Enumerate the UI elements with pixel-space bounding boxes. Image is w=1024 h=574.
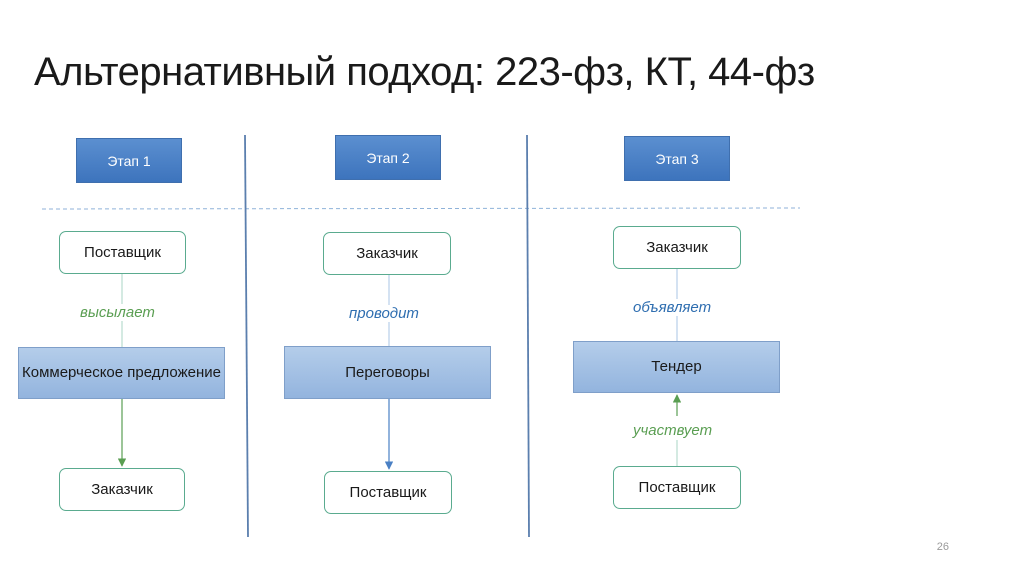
stage-2-header: Этап 2 xyxy=(335,135,441,180)
column-2-bottom-node: Поставщик xyxy=(324,471,452,514)
column-1-process: Коммерческое предложение xyxy=(18,347,225,399)
column-3-bottom-node: Поставщик xyxy=(613,466,741,509)
stage-3-header: Этап 3 xyxy=(624,136,730,181)
slide-title: Альтернативный подход: 223-фз, КТ, 44-фз xyxy=(34,50,815,94)
column-divider-2 xyxy=(526,134,530,538)
column-1-bottom-node: Заказчик xyxy=(59,468,185,511)
column-3-process: Тендер xyxy=(573,341,780,393)
column-3-top-node: Заказчик xyxy=(613,226,741,269)
page-number: 26 xyxy=(936,541,949,553)
stage-1-header: Этап 1 xyxy=(76,138,182,183)
column-3-verb: объявляет xyxy=(630,299,715,316)
column-1-verb: высылает xyxy=(77,304,158,321)
column-1-top-node: Поставщик xyxy=(59,231,186,274)
column-2-top-node: Заказчик xyxy=(323,232,451,275)
column-2-process: Переговоры xyxy=(284,346,491,399)
column-divider-1 xyxy=(244,134,249,538)
stage-separator-dashed xyxy=(41,207,801,210)
column-2-verb: проводит xyxy=(346,305,422,322)
column-3-bottom-verb: участвует xyxy=(630,422,716,439)
